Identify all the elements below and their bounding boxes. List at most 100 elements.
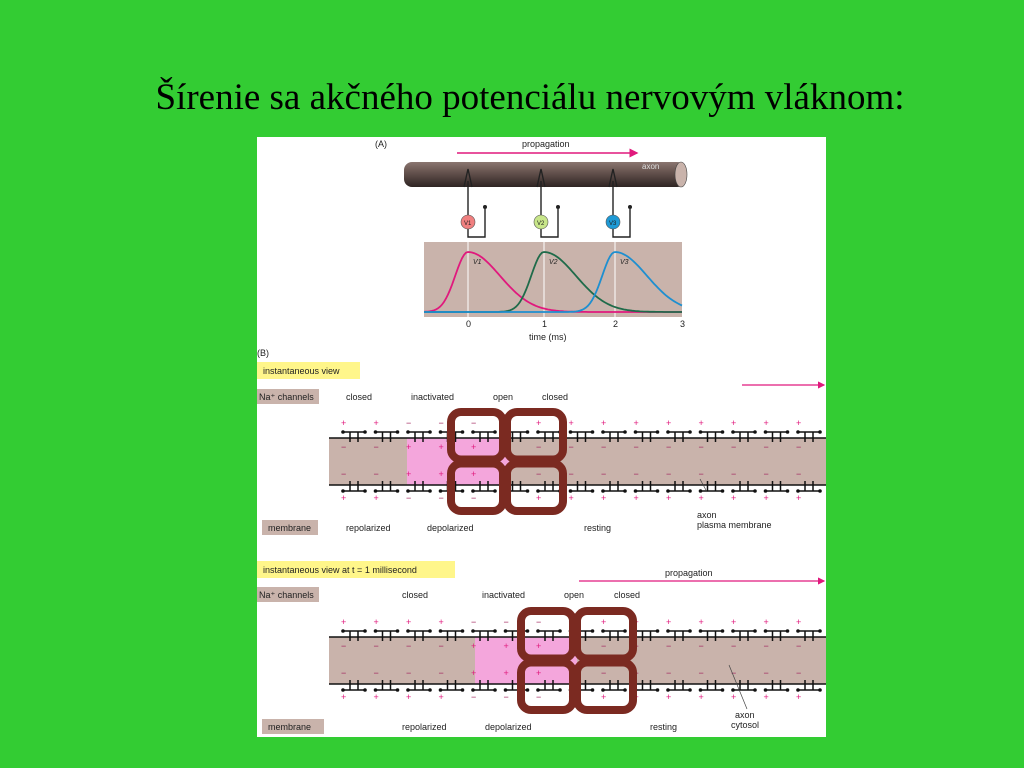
channel-gate <box>731 489 735 493</box>
charge-sign: − <box>504 617 509 627</box>
channel-gate <box>698 629 703 633</box>
na-channel <box>635 481 658 492</box>
charge-sign: − <box>699 442 704 452</box>
charge-sign: + <box>439 469 444 479</box>
na-channel <box>440 630 463 641</box>
channel-gate <box>655 629 660 633</box>
charge-sign: − <box>666 668 671 678</box>
charge-sign: + <box>374 617 379 627</box>
channel-gate <box>373 489 378 493</box>
view2-repolarized: repolarized <box>402 722 447 732</box>
view2-channels-box <box>257 587 319 602</box>
na-channel <box>635 680 658 691</box>
charge-sign: + <box>731 617 736 627</box>
view1-annotation-1: axon <box>697 510 717 520</box>
charge-sign: + <box>796 418 801 428</box>
na-channel <box>603 431 625 442</box>
charge-sign: + <box>536 668 541 678</box>
channel-gate <box>525 489 530 493</box>
charge-sign: + <box>731 493 736 503</box>
charge-sign: + <box>764 617 769 627</box>
charge-sign: + <box>601 493 606 503</box>
channel-gate <box>666 489 670 493</box>
charge-sign: − <box>731 469 736 479</box>
channel-gate <box>698 430 703 434</box>
charge-sign: + <box>374 692 379 702</box>
voltmeter-icon <box>460 214 476 230</box>
channel-gate <box>536 688 540 692</box>
local-current-loop <box>573 658 637 714</box>
channel-gate <box>406 489 410 493</box>
view2-state-closed-2: closed <box>614 590 640 600</box>
view2-membrane-box <box>262 719 324 734</box>
channel-gate <box>373 430 378 434</box>
view1-membrane-box <box>262 520 318 535</box>
na-channel <box>538 481 560 492</box>
channel-gate <box>688 489 692 493</box>
voltage-trace-3 <box>424 251 683 313</box>
na-channel <box>798 431 820 442</box>
channel-gate <box>796 629 800 633</box>
channel-gate <box>601 430 605 434</box>
na-channel <box>603 680 625 691</box>
channel-gate <box>818 688 822 692</box>
channel-gate <box>698 489 703 493</box>
charge-sign: − <box>634 442 639 452</box>
electrode-terminal <box>483 205 487 209</box>
channel-gate <box>460 629 465 633</box>
channel-gate <box>698 688 703 692</box>
x-tick-0: 0 <box>466 319 471 329</box>
na-channel <box>733 481 755 492</box>
charge-sign: − <box>796 641 801 651</box>
na-channel <box>408 481 430 492</box>
charge-sign: + <box>406 692 411 702</box>
channel-gate <box>753 629 757 633</box>
na-channel <box>765 630 788 641</box>
channel-gate <box>818 430 822 434</box>
charge-sign: + <box>796 493 801 503</box>
channel-gate <box>753 688 757 692</box>
charge-sign: + <box>536 418 541 428</box>
charge-sign: − <box>601 442 606 452</box>
charge-sign: − <box>796 668 801 678</box>
channel-gate <box>341 629 345 633</box>
channel-gate <box>493 430 497 434</box>
charge-sign: − <box>439 418 444 428</box>
charge-sign: + <box>439 692 444 702</box>
view1-depolarized: depolarized <box>427 523 474 533</box>
charge-sign: − <box>699 668 704 678</box>
channel-gate <box>763 629 768 633</box>
charge-sign: − <box>731 641 736 651</box>
na-channel <box>473 481 495 492</box>
channel-gate <box>731 430 735 434</box>
charge-sign: − <box>536 469 541 479</box>
x-tick-3: 3 <box>680 319 685 329</box>
channel-gate <box>395 430 400 434</box>
charge-sign: + <box>471 641 476 651</box>
view2-state-closed: closed <box>402 590 428 600</box>
charge-sign: + <box>764 418 769 428</box>
charge-sign: − <box>341 469 346 479</box>
voltmeter-icon <box>533 214 549 230</box>
charge-sign: − <box>471 418 476 428</box>
charge-sign: + <box>699 493 704 503</box>
electrode <box>536 168 559 238</box>
local-current-loop <box>503 459 567 515</box>
charge-sign: − <box>796 442 801 452</box>
channel-gate <box>406 688 410 692</box>
na-channel <box>408 630 430 641</box>
charge-sign: + <box>341 617 346 627</box>
channel-gate <box>590 629 595 633</box>
na-channel <box>473 431 495 442</box>
channel-gate <box>601 629 605 633</box>
view1-annotation-2: plasma membrane <box>697 520 772 530</box>
channel-gate <box>395 629 400 633</box>
na-channel <box>375 680 398 691</box>
channel-gate <box>373 688 378 692</box>
charge-sign: − <box>471 493 476 503</box>
channel-gate <box>731 688 735 692</box>
channel-gate <box>688 688 692 692</box>
charge-sign: + <box>764 692 769 702</box>
na-channel <box>440 680 463 691</box>
view1-state-closed: closed <box>346 392 372 402</box>
